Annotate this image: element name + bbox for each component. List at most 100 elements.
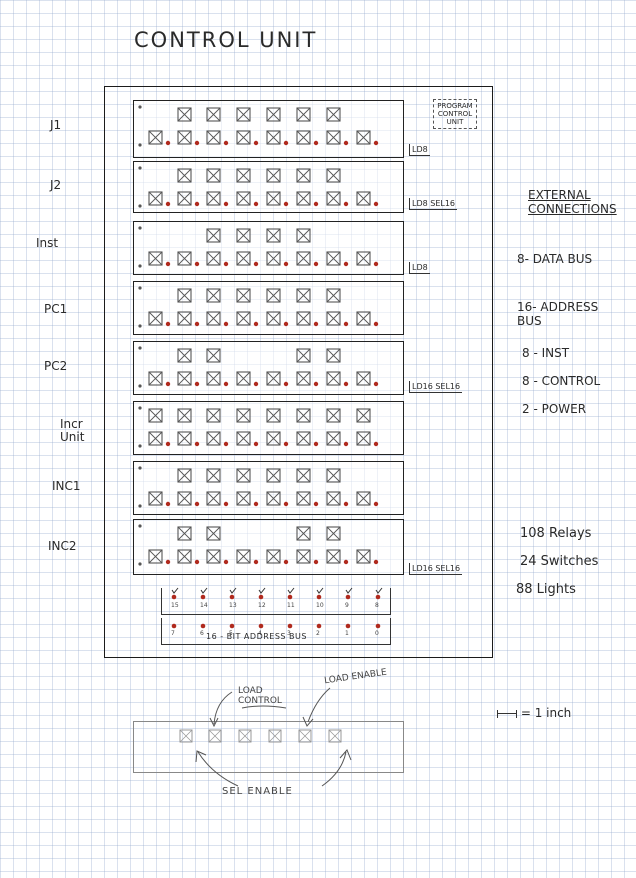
relay-icon [206,168,221,183]
address-bit-number: 12 [258,602,266,609]
relay-icon [206,107,221,122]
relay-icon [356,491,371,506]
relay-icon [326,191,341,206]
indicator-light [223,501,229,507]
relay-icon [356,311,371,326]
mount-pin [138,204,142,208]
address-bit-number: 6 [200,630,204,637]
relay-icon [148,371,163,386]
indicator-light [253,441,259,447]
mount-pin [138,143,142,147]
indicator-light [253,261,259,267]
relay-icon [326,348,341,363]
indicator-light [253,140,259,146]
relay-icon [206,251,221,266]
indicator-light [373,441,379,447]
address-bit-number: 5 [229,630,233,637]
mount-pin [138,346,142,350]
relay-icon [266,549,281,564]
indicator-light [165,140,171,146]
relay-icon [356,431,371,446]
indicator-light [283,381,289,387]
relay-icon [206,549,221,564]
external-item: 8 - INST [522,346,570,360]
indicator-light [165,501,171,507]
side-label-j2: LD8 SEL16 [409,198,458,210]
relay-icon [206,526,221,541]
address-light [171,594,177,600]
relay-icon [177,491,192,506]
indicator-light [313,201,319,207]
indicator-light [165,441,171,447]
relay-icon [266,311,281,326]
count-switches: 24 Switches [520,554,599,569]
address-light [375,594,381,600]
indicator-light [253,501,259,507]
indicator-light [165,321,171,327]
relay-icon [296,371,311,386]
relay-icon [206,431,221,446]
relay-icon [206,371,221,386]
indicator-light [165,559,171,565]
relay-icon [266,191,281,206]
annot-sel-enable: SEL ENABLE [222,786,293,797]
relay-icon [236,228,251,243]
relay-icon [356,191,371,206]
relay-icon [148,191,163,206]
underline-icon [241,705,287,709]
scale-legend: = 1 inch [497,706,571,720]
scale-bar-icon [497,709,517,718]
indicator-light [223,559,229,565]
relay-icon [206,130,221,145]
check-mark-icon [171,587,179,594]
count-relays: 108 Relays [520,526,592,541]
relay-icon [236,288,251,303]
indicator-light [373,261,379,267]
relay-icon [177,526,192,541]
relay-icon [236,549,251,564]
relay-icon [236,408,251,423]
address-bit-number: 3 [287,630,291,637]
mount-pin [138,226,142,230]
address-bit-number: 0 [375,630,379,637]
mount-pin [138,562,142,566]
mount-pin [138,264,142,268]
relay-icon [236,251,251,266]
indicator-light [223,261,229,267]
relay-icon [148,130,163,145]
indicator-light [343,261,349,267]
relay-icon [148,311,163,326]
relay-icon [236,431,251,446]
relay-icon [296,288,311,303]
indicator-light [373,140,379,146]
address-light [229,594,235,600]
side-label-pc2: LD16 SEL16 [409,381,463,393]
relay-icon [296,107,311,122]
address-bit-number: 10 [316,602,324,609]
indicator-light [283,140,289,146]
relay-icon [326,549,341,564]
page-title: CONTROL UNIT [134,28,318,52]
relay-icon [298,729,312,743]
row-label-inc1: INC1 [52,479,81,493]
relay-icon [356,371,371,386]
relay-icon [177,251,192,266]
address-light [200,623,206,629]
indicator-light [253,201,259,207]
check-mark-icon [258,587,266,594]
relay-icon [148,251,163,266]
relay-icon [177,431,192,446]
external-item: 8 - CONTROL [522,374,601,388]
indicator-light [373,559,379,565]
relay-icon [179,729,193,743]
indicator-light [194,501,200,507]
relay-icon [266,288,281,303]
address-light [287,623,293,629]
indicator-light [194,559,200,565]
relay-icon [208,729,222,743]
row-label-pc2: PC2 [44,359,68,373]
check-mark-icon [287,587,295,594]
check-mark-icon [200,587,208,594]
arrow-icon [195,750,239,787]
